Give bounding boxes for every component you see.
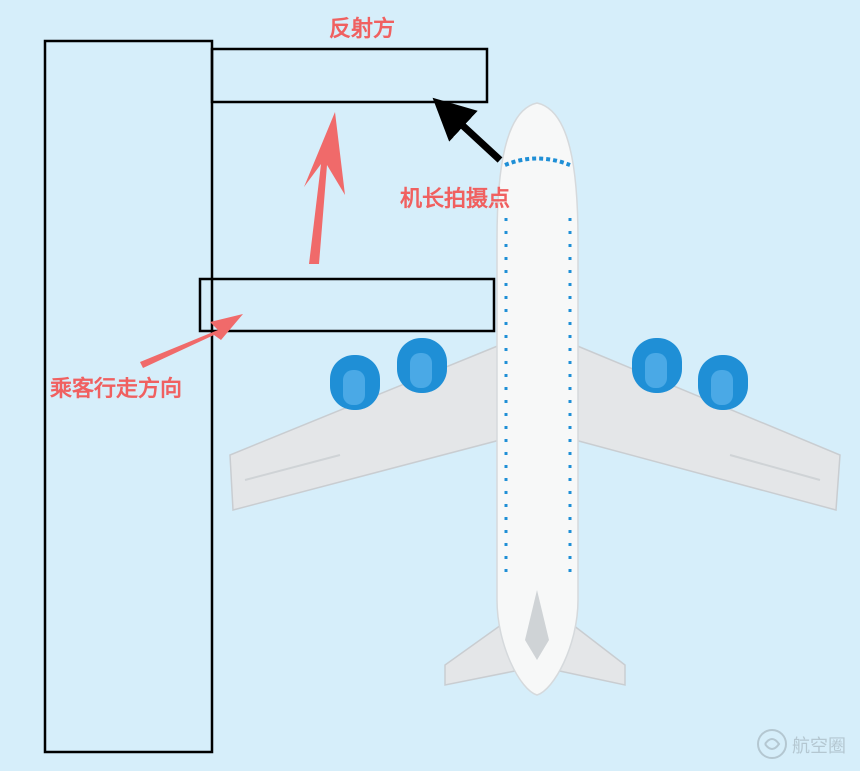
terminal-building	[43, 39, 214, 754]
engine-icon	[330, 338, 748, 410]
watermark-logo-icon	[757, 729, 787, 759]
passenger-direction-arrow	[140, 314, 243, 368]
captain-sightline-arrow	[432, 97, 503, 163]
watermark-text: 航空圈	[792, 736, 846, 757]
captain-shot-point-label: 机长拍摄点	[400, 186, 510, 212]
reflection-side-label: 反射方	[329, 16, 395, 42]
lower-jet-bridge	[198, 277, 496, 333]
upper-jet-bridge	[210, 47, 489, 104]
watermark: 航空圈	[757, 729, 846, 759]
reflection-direction-arrow	[304, 112, 345, 264]
airplane-icon	[229, 102, 841, 696]
passenger-direction-label: 乘客行走方向	[49, 376, 182, 402]
